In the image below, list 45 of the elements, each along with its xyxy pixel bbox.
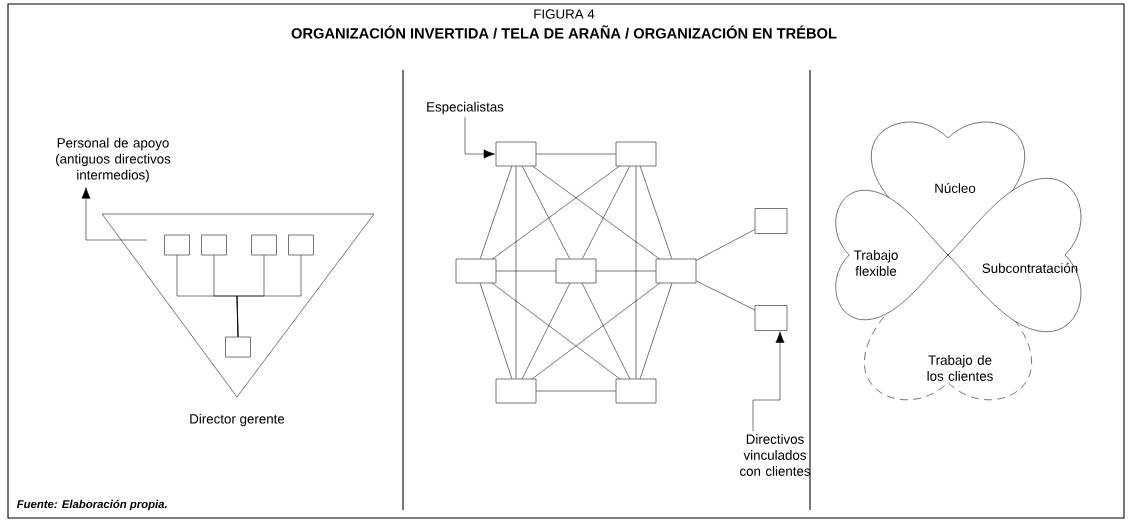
- arrow: [464, 116, 495, 159]
- figure-number: FIGURA 4: [534, 9, 595, 19]
- connector-line: [479, 166, 513, 259]
- connector-line: [635, 166, 637, 379]
- connector-line: [522, 166, 570, 259]
- connector-line: [696, 280, 755, 311]
- connector-line: [639, 166, 673, 259]
- arrow: [752, 331, 785, 432]
- connector-line: [492, 283, 620, 379]
- connector-line: [582, 166, 630, 259]
- box: [251, 234, 277, 256]
- connector-line: [532, 283, 660, 379]
- connector-line: [492, 166, 620, 259]
- box: [615, 378, 657, 404]
- box: [615, 141, 657, 167]
- arrow: [81, 187, 148, 241]
- connector-line: [236, 255, 302, 337]
- box: [495, 378, 537, 404]
- triangle-caption: Director gerente: [190, 413, 285, 427]
- connector-line: [536, 390, 616, 392]
- box: [164, 234, 190, 256]
- box: [225, 336, 251, 358]
- connector-line: [515, 166, 517, 379]
- title: ORGANIZACIÓN INVERTIDA / TELA DE ARAÑA / ORGANIZACIÓN EN TRÉBOL: [291, 25, 837, 39]
- box: [288, 234, 314, 256]
- connector-line: [479, 283, 513, 379]
- connector-line: [581, 283, 631, 379]
- box: [655, 258, 697, 284]
- text-label: Directivos vinculados con clientes: [740, 434, 811, 476]
- box: [495, 141, 537, 167]
- box: [201, 234, 227, 256]
- connector-line: [532, 166, 660, 259]
- text-label: Personal de apoyo (antiguos directivos intermedios): [56, 137, 171, 183]
- box: [455, 258, 497, 284]
- connector-line: [536, 153, 616, 155]
- connector-line: [696, 229, 755, 261]
- connector-line: [521, 283, 571, 379]
- connector-line: [496, 270, 556, 272]
- connector-line: [596, 270, 656, 272]
- text-label: Especialistas: [427, 101, 504, 115]
- box: [754, 208, 788, 234]
- caption: Fuente: Elaboración propia.: [16, 499, 167, 511]
- box: [754, 305, 788, 331]
- box: [555, 258, 597, 284]
- connector-line: [639, 283, 673, 379]
